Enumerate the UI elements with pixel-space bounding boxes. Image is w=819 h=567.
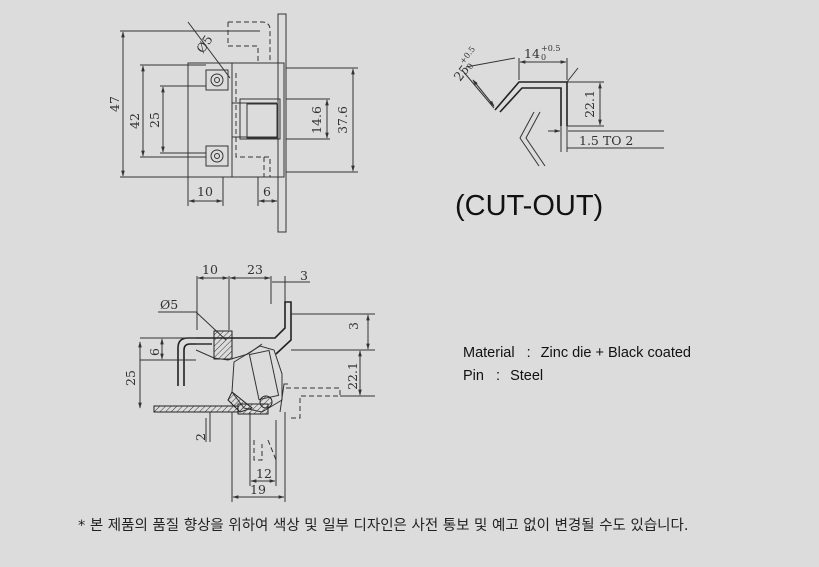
top-hole-upper-ring — [210, 73, 224, 87]
side-dim-hole-dia: Ø5 — [160, 297, 178, 312]
svg-text:0: 0 — [541, 53, 546, 62]
side-base-plate — [153, 405, 239, 413]
side-dim-bot-2: 2 — [193, 433, 208, 441]
side-dim-right-22: 22.1 — [345, 362, 360, 390]
spec-material-label: Material — [463, 345, 515, 361]
side-dim-right-3: 3 — [346, 322, 361, 330]
side-hidden-part — [286, 387, 341, 419]
side-dim-left-25: 25 — [123, 370, 138, 386]
top-hole-upper — [205, 69, 229, 91]
spec-material-value: Zinc die + Black coated — [540, 345, 691, 361]
spec-pin-label: Pin — [463, 368, 484, 384]
top-dim-overall: 47 — [107, 96, 122, 112]
footnote: * 본 제품의 품질 향상을 위하여 색상 및 일부 디자인은 사전 통보 및 … — [78, 518, 689, 534]
side-dim-bot-12: 12 — [256, 466, 272, 481]
top-latch-inner — [246, 103, 278, 139]
side-dim-left-6: 6 — [147, 348, 162, 356]
side-dim-bot-19: 19 — [250, 482, 266, 497]
top-dim-inner: 25 — [147, 112, 162, 128]
spec-pin-value: Steel — [510, 368, 544, 384]
cutout-dim-thickness: 1.5 TO 2 — [579, 133, 633, 148]
spec-pin-sep: : — [496, 368, 501, 384]
cutout-panel-outer — [494, 81, 568, 126]
top-hole-lower — [205, 145, 229, 167]
svg-text:0: 0 — [465, 62, 475, 72]
top-dim-holes: 42 — [127, 113, 142, 129]
side-dim-top-10: 10 — [202, 262, 218, 277]
svg-text:14: 14 — [524, 46, 540, 61]
side-view: 10 23 3 Ø5 6 25 — [123, 262, 375, 502]
top-hidden-latch — [228, 21, 271, 63]
top-latch-window — [239, 98, 281, 140]
cutout-dim-height: 22.1 — [582, 90, 597, 118]
cutout-dim-width: 14 +0.5 0 — [524, 44, 560, 62]
spec-pin-row: Pin : Steel — [463, 368, 543, 384]
cutout-panel-inner — [499, 87, 562, 126]
cutout-view: 25 +0.5 0 14 +0.5 0 22.1 1.5 TO 2 — [451, 44, 664, 167]
top-dim-hole-dia: Ø5 — [193, 32, 216, 55]
top-dim-w6: 6 — [263, 184, 271, 199]
side-dim-top-3: 3 — [300, 268, 308, 283]
top-hole-lower-ring — [210, 149, 224, 163]
top-dim-w10: 10 — [197, 184, 213, 199]
side-dim-top-23: 23 — [247, 262, 263, 277]
top-dim-height-b: 37.6 — [335, 106, 350, 134]
top-flange — [277, 13, 287, 233]
spec-material-sep: : — [526, 345, 531, 361]
spec-material-row: Material : Zinc die + Black coated — [463, 345, 691, 361]
top-view: Ø5 47 42 25 14.6 37.6 10 6 — [107, 13, 358, 233]
side-screw — [213, 330, 233, 360]
cutout-title: (CUT-OUT) — [455, 190, 604, 222]
svg-text:+0.5: +0.5 — [541, 44, 560, 53]
top-dim-height-a: 14.6 — [309, 106, 324, 134]
